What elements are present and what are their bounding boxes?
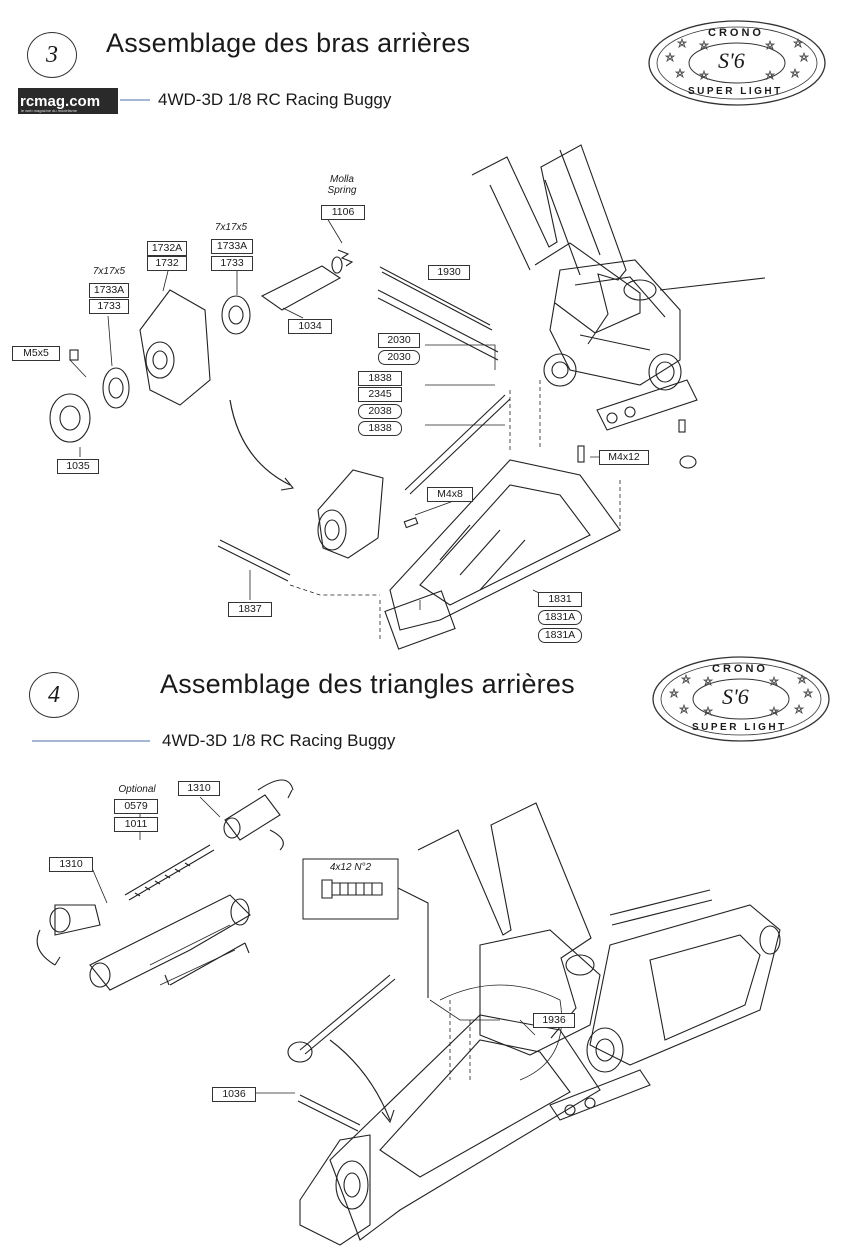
part-label-m5x5: M5x5 [12, 346, 60, 361]
part-label-1106: 1106 [321, 205, 365, 220]
part-label-1310-left: 1310 [49, 857, 93, 872]
part-label-1936: 1936 [533, 1013, 575, 1028]
part-label-2030-variant: 2030 [378, 350, 420, 365]
crono-logo-top-tagline: SUPER LIGHT [688, 86, 783, 97]
crono-logo-top-model: S'6 [718, 48, 745, 73]
part-label-1930: 1930 [428, 265, 470, 280]
crono-logo-top-brand: CRONO [708, 27, 764, 39]
part-label-2345: 2345 [358, 387, 402, 402]
step-4-title: Assemblage des triangles arrières [160, 669, 575, 699]
part-label-2038: 2038 [358, 404, 402, 419]
step-number-4: 4 [29, 672, 79, 718]
part-label-0579: 0579 [114, 799, 158, 814]
part-label-m4x12: M4x12 [599, 450, 649, 465]
part-label-1733a-left: 1733A [89, 283, 129, 298]
part-label-1011: 1011 [114, 817, 158, 832]
part-label-1732: 1732 [147, 256, 187, 271]
crono-logo-bottom-tagline: SUPER LIGHT [692, 722, 787, 733]
part-label-2030: 2030 [378, 333, 420, 348]
step-number-3: 3 [27, 32, 77, 78]
part-label-1036: 1036 [212, 1087, 256, 1102]
part-label-1831: 1831 [538, 592, 582, 607]
rear-arm-exploded-diagram [49, 99, 766, 650]
part-label-1733a-top: 1733A [211, 239, 253, 254]
spring-note-it: Molla [330, 174, 354, 185]
spring-note-en: Spring [327, 185, 357, 196]
rcmag-logo: rcmag.com le web magazine du modelisme [18, 88, 118, 114]
part-label-1732a: 1732A [147, 241, 187, 256]
spring-note: Molla Spring [320, 174, 364, 196]
part-label-1733-top: 1733 [211, 256, 253, 271]
part-label-1035: 1035 [57, 459, 99, 474]
step-3-subtitle: 4WD-3D 1/8 RC Racing Buggy [158, 90, 392, 109]
optional-note: Optional [118, 784, 156, 795]
bearing-note-a: 7x17x5 [214, 222, 248, 233]
rcmag-tagline: le web magazine du modelisme [21, 108, 78, 113]
part-label-m4x8: M4x8 [427, 487, 473, 502]
part-label-1838: 1838 [358, 371, 402, 386]
bearing-note-b: 7x17x5 [92, 266, 126, 277]
crono-logo-bottom-brand: CRONO [712, 663, 768, 675]
part-label-1831a-variant: 1831A [538, 628, 582, 643]
screw-note: 4x12 N°2 [329, 862, 372, 873]
step-4-subtitle: 4WD-3D 1/8 RC Racing Buggy [162, 731, 396, 750]
part-label-1034: 1034 [288, 319, 332, 334]
part-label-1733-left: 1733 [89, 299, 129, 314]
part-label-1831a: 1831A [538, 610, 582, 625]
rcmag-logo-text: rcmag.com [20, 92, 101, 110]
part-label-1837: 1837 [228, 602, 272, 617]
crono-logo-bottom-model: S'6 [722, 684, 749, 709]
step-3-title: Assemblage des bras arrières [106, 28, 471, 58]
part-label-1838-variant: 1838 [358, 421, 402, 436]
part-label-1310-right: 1310 [178, 781, 220, 796]
